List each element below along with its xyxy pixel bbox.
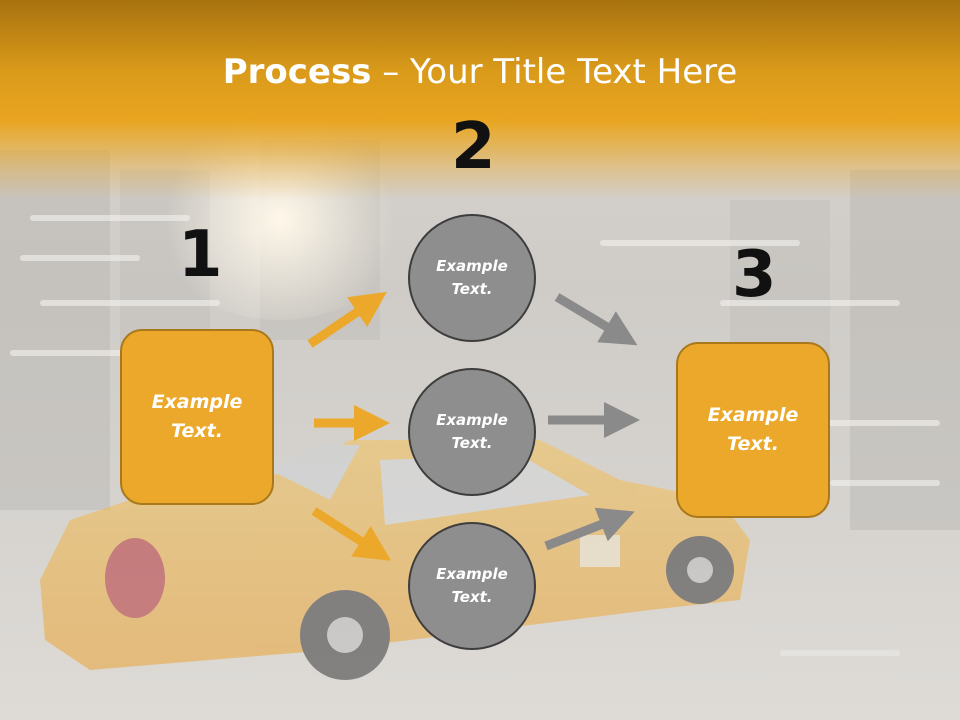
right-step-box: Example Text. xyxy=(676,342,830,518)
title-bold: Process xyxy=(222,52,372,92)
circle-middle: Example Text. xyxy=(408,368,536,496)
step-number-1: 1 xyxy=(178,218,223,292)
left-step-text: Example Text. xyxy=(151,391,243,442)
right-step-text: Example Text. xyxy=(707,404,799,455)
slide-title: Process – Your Title Text Here xyxy=(0,52,960,92)
step-number-2: 2 xyxy=(451,110,496,184)
arrow-left-to-top xyxy=(307,291,387,348)
arrow-top-to-right xyxy=(554,293,638,346)
circle-bottom-text: Example Text. xyxy=(436,565,508,606)
circle-bottom: Example Text. xyxy=(408,522,536,650)
title-rest: – Your Title Text Here xyxy=(371,52,738,92)
circle-top: Example Text. xyxy=(408,214,536,342)
circle-top-text: Example Text. xyxy=(436,257,508,298)
arrow-left-to-bottom xyxy=(311,507,392,561)
left-step-box: Example Text. xyxy=(120,329,274,505)
step-number-3: 3 xyxy=(732,238,777,312)
circle-middle-text: Example Text. xyxy=(436,411,508,452)
arrow-bottom-to-right xyxy=(544,507,635,551)
title-banner xyxy=(0,0,960,200)
